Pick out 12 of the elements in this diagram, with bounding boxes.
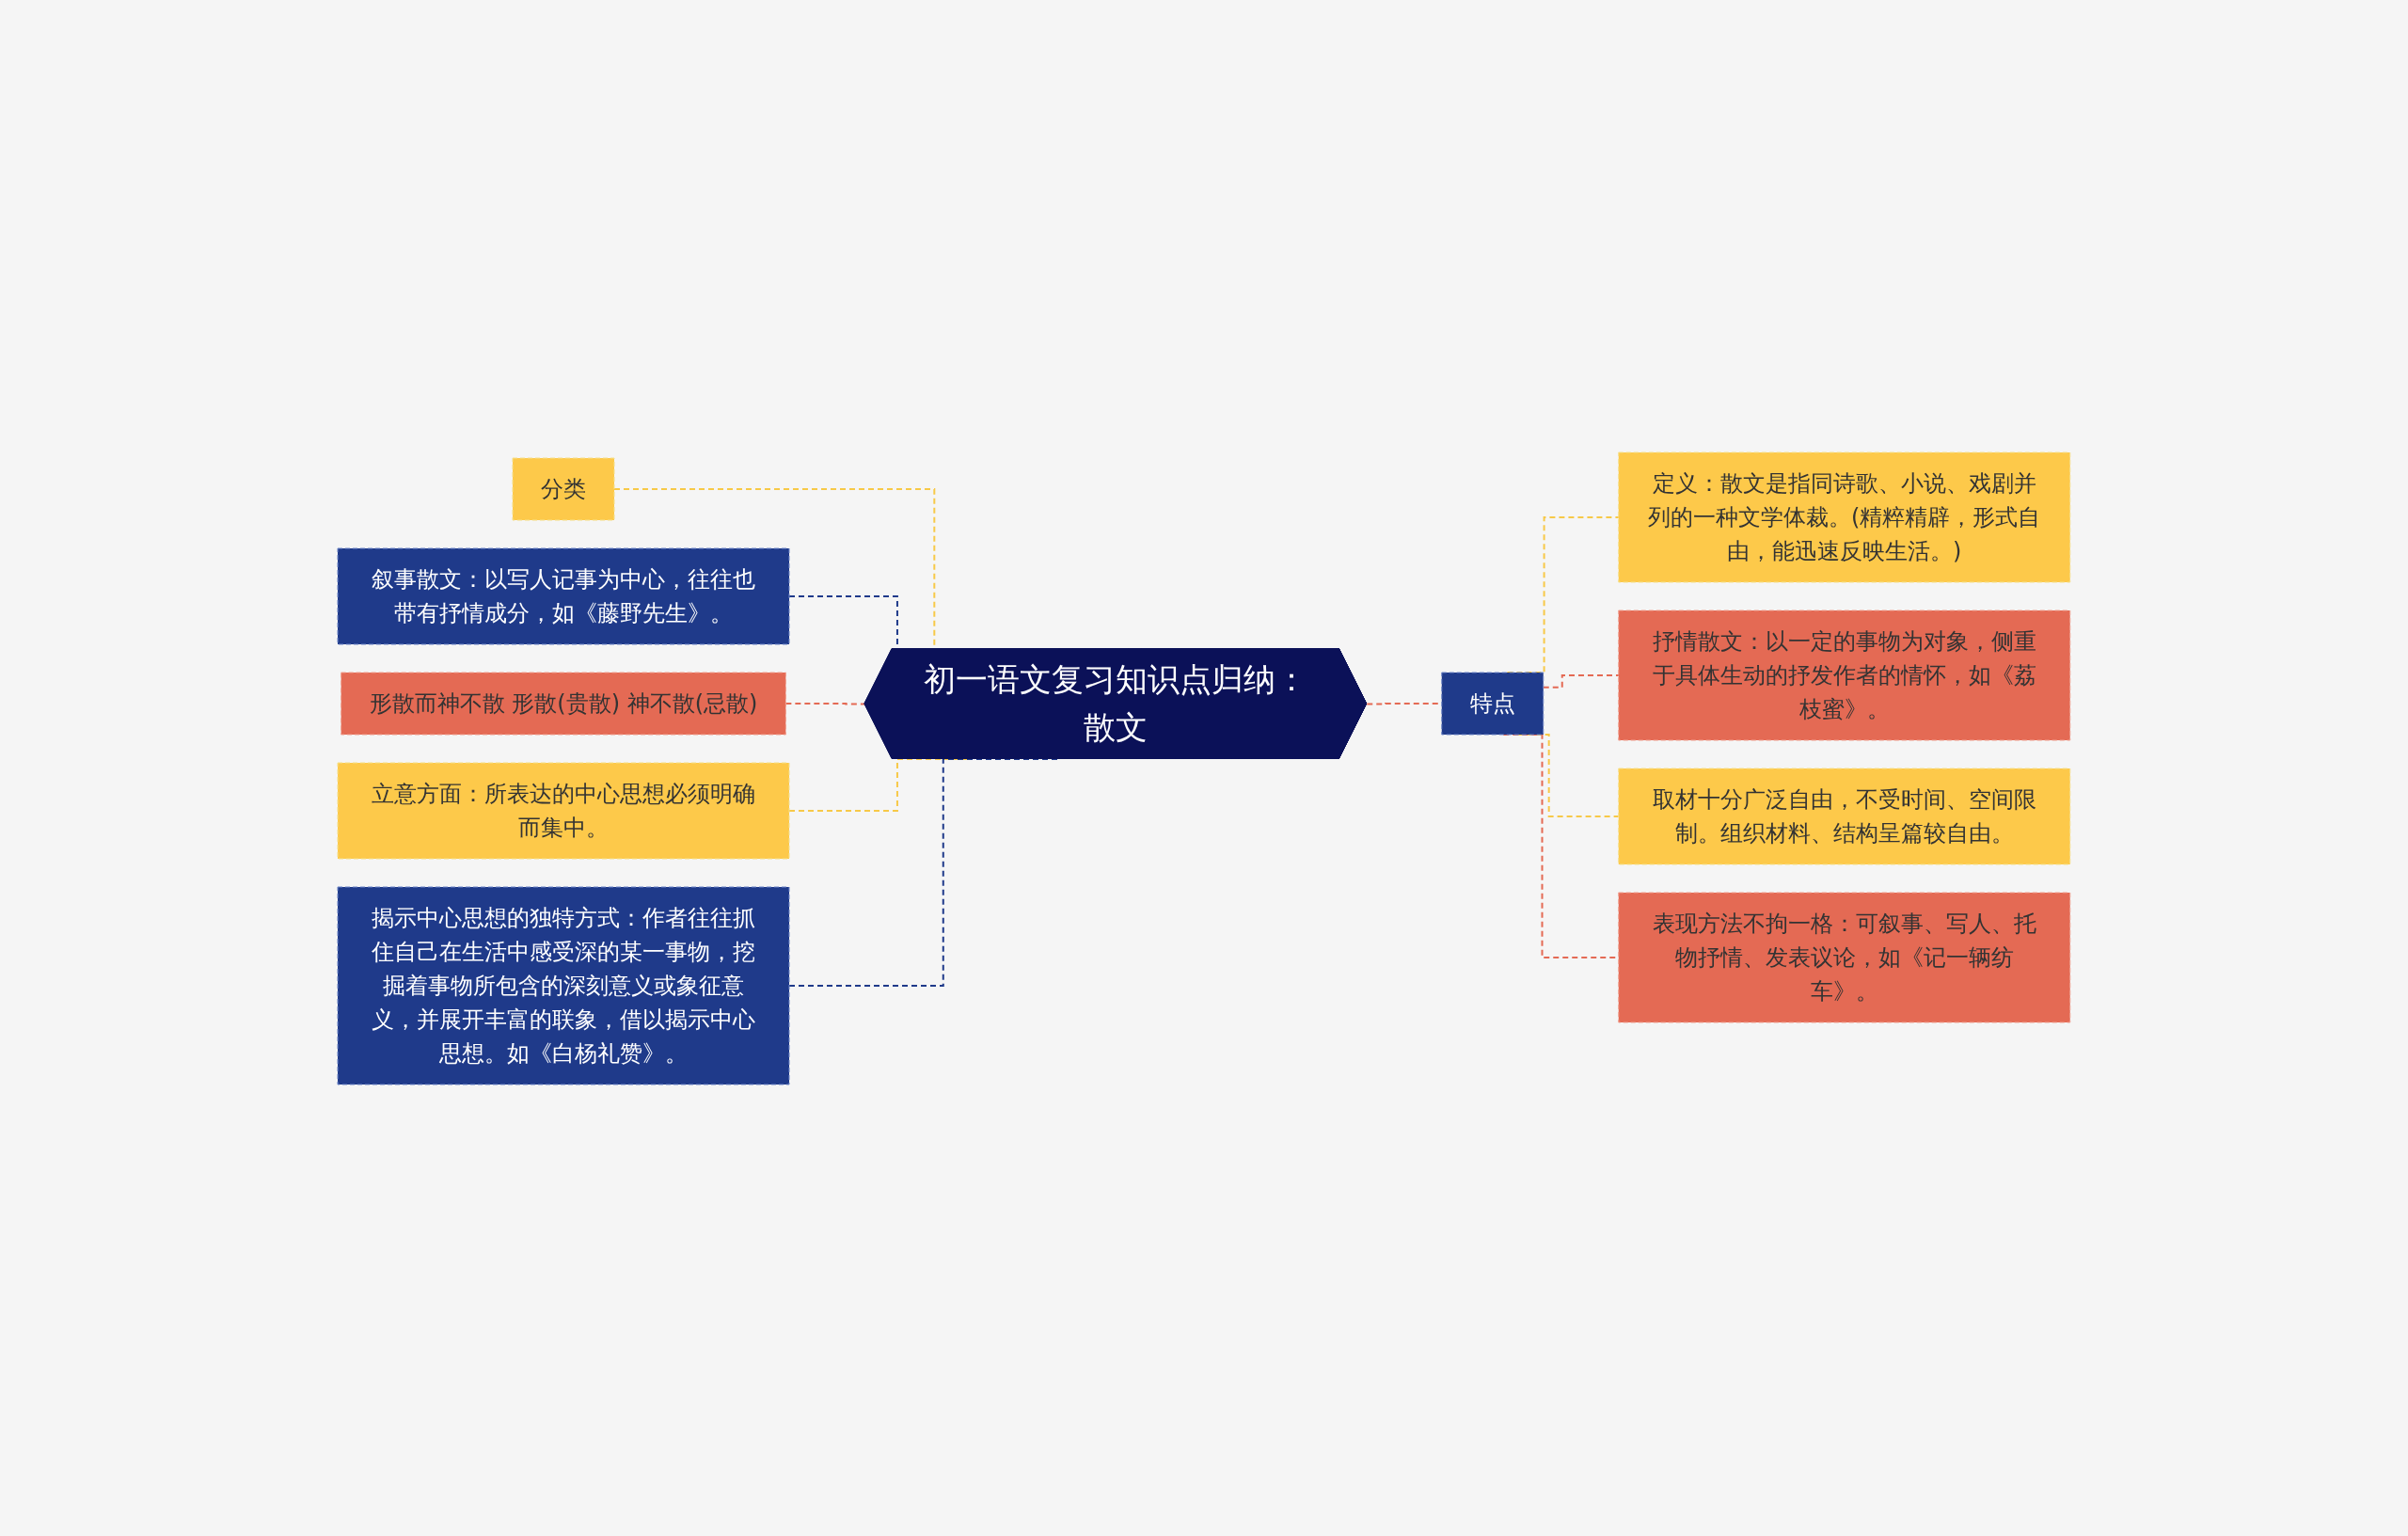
connector bbox=[1542, 673, 1620, 689]
node-box: 取材十分广泛自由，不受时间、空间限制。组织材料、结构呈篇较自由。 bbox=[1618, 768, 2071, 864]
connector bbox=[784, 702, 866, 705]
node-box: 表现方法不拘一格：可叙事、写人、托物抒情、发表议论，如《记一辆纺车》。 bbox=[1618, 892, 2071, 1022]
node-box: 定义：散文是指同诗歌、小说、戏剧并列的一种文学体裁。(精粹精辟，形式自由，能迅速反映生活。) bbox=[1618, 451, 2071, 582]
node-box: 立意方面：所表达的中心思想必须明确而集中。 bbox=[337, 762, 790, 859]
node-box: 抒情散文：以一定的事物为对象，侧重于具体生动的抒发作者的情怀，如《荔枝蜜》。 bbox=[1618, 610, 2071, 740]
node-box: 特点 bbox=[1441, 672, 1545, 735]
node-box: 分类 bbox=[512, 457, 615, 520]
node-box: 揭示中心思想的独特方式：作者往往抓住自己在生活中感受深的某一事物，挖掘着事物所包含的深刻意义或象征意义，并展开丰富的联象，借以揭示中心思想。如《白杨礼赞》。 bbox=[337, 886, 790, 1085]
node-box: 叙事散文：以写人记事为中心，往往也带有抒情成分，如《藤野先生》。 bbox=[337, 547, 790, 644]
node-box: 形散而神不散 形散(贵散) 神不散(忌散) bbox=[341, 672, 786, 735]
